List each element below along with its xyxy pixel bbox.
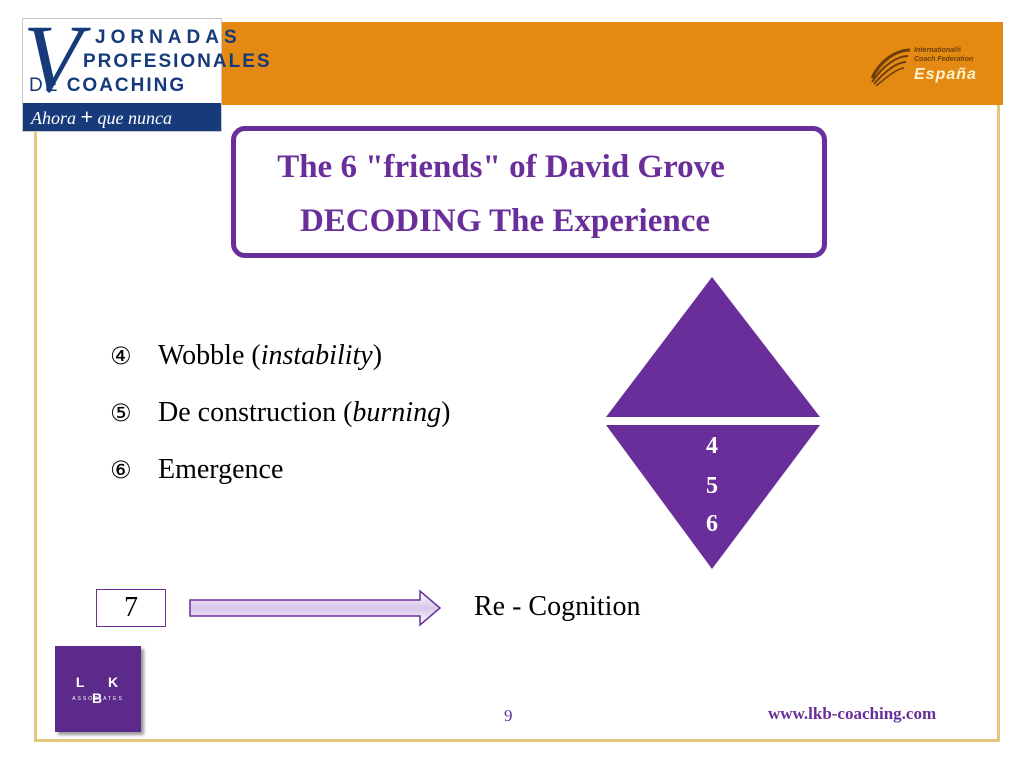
logo-line-profesionales: PROFESIONALES xyxy=(83,51,272,72)
lkb-letters: L K B xyxy=(75,674,129,706)
bullet-italic: instability xyxy=(260,340,373,371)
diamond-label-5: 5 xyxy=(706,473,718,499)
title-box: The 6 "friends" of David Grove DECODING … xyxy=(231,126,827,258)
lkb-logo: L K B ASSOCIATES xyxy=(55,646,141,732)
bullet-item: ⑤ De construction (burning) xyxy=(110,397,450,429)
logo-de: DE xyxy=(29,75,60,96)
diamond-bottom-triangle xyxy=(606,425,820,569)
bullet-after: ) xyxy=(441,397,451,428)
icf-logo: International® Coach Federation España xyxy=(868,44,980,88)
logo-coaching: COACHING xyxy=(66,75,187,96)
tagline-plus: + xyxy=(80,104,94,129)
tagline-que-nunca: que nunca xyxy=(97,108,173,128)
right-arrow-icon xyxy=(189,589,442,627)
lkb-associates: ASSOCIATES xyxy=(72,696,124,702)
logo-line-jornadas: JORNADAS xyxy=(95,27,242,48)
slide-title: The 6 "friends" of David Grove xyxy=(277,149,725,185)
diamond-top-triangle xyxy=(606,277,820,417)
bullet-item: ④ Wobble (instability) xyxy=(110,340,382,372)
bullet-after: ) xyxy=(372,340,383,371)
bullet-marker: ④ xyxy=(110,342,132,370)
slide-subtitle: DECODING The Experience xyxy=(299,203,711,239)
bullet-text: Emergence xyxy=(158,454,284,485)
tagline-ahora: Ahora xyxy=(31,108,76,128)
bullet-italic: burning xyxy=(352,397,442,428)
icf-espana: España xyxy=(914,66,977,83)
bullet-text: Wobble ( xyxy=(158,340,261,371)
re-cognition-label: Re - Cognition xyxy=(474,591,641,622)
bullet-marker: ⑤ xyxy=(110,399,132,427)
logo-big-letter: V xyxy=(23,5,82,112)
bullet-marker: ⑥ xyxy=(110,456,132,484)
page-number: 9 xyxy=(504,706,513,725)
icf-line2: Coach Federation xyxy=(914,56,974,63)
bullet-item: ⑥ Emergence xyxy=(110,454,283,486)
website-link[interactable]: www.lkb-coaching.com xyxy=(768,704,937,723)
diamond-label-6: 6 xyxy=(706,511,718,537)
diamond-shape: 4 5 6 xyxy=(606,277,820,569)
logo-tagline: Ahora + que nunca xyxy=(23,103,221,131)
bullet-text: De construction ( xyxy=(158,397,353,428)
diamond-label-4: 4 xyxy=(706,433,718,459)
icf-name: International® Coach Federation xyxy=(914,46,973,64)
logo-line-coaching: DE COACHING xyxy=(29,75,186,97)
jornadas-logo: V JORNADAS PROFESIONALES DE COACHING Aho… xyxy=(22,11,270,132)
icf-swoosh-icon xyxy=(870,48,911,87)
step-seven-box: 7 xyxy=(96,589,166,627)
icf-line1: International® xyxy=(914,47,962,54)
